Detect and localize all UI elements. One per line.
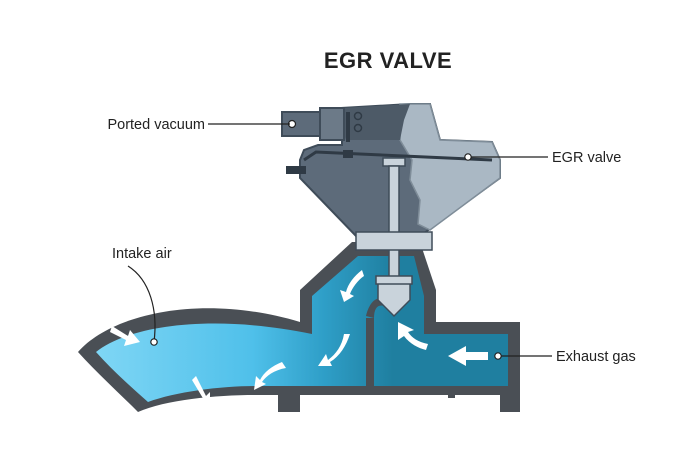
vacuum-port <box>281 107 345 141</box>
valve-stem <box>355 157 433 318</box>
intake-arrow-down <box>192 376 210 408</box>
exhaust-up-arrow <box>398 322 428 350</box>
chamber-arrow-top <box>340 270 364 302</box>
diagram-title: EGR VALVE <box>324 48 452 73</box>
exhaust-gas-marker <box>494 352 502 360</box>
label-exhaust-gas: Exhaust gas <box>556 349 636 365</box>
valve-cover <box>399 103 501 231</box>
label-ported-vacuum: Ported vacuum <box>107 117 205 133</box>
chamber-partition <box>366 318 374 386</box>
exhaust-flow-arrow <box>448 346 488 366</box>
intake-arrow-in <box>110 326 140 346</box>
egr-valve-marker <box>464 153 472 161</box>
intake-arrow-right <box>254 362 286 390</box>
label-intake-air: Intake air <box>112 246 172 262</box>
label-egr-valve: EGR valve <box>552 150 621 166</box>
chamber-arrow-mid <box>318 334 350 366</box>
flow-arrows <box>110 270 488 408</box>
callouts <box>127 123 552 357</box>
intake-air-marker <box>150 338 158 346</box>
